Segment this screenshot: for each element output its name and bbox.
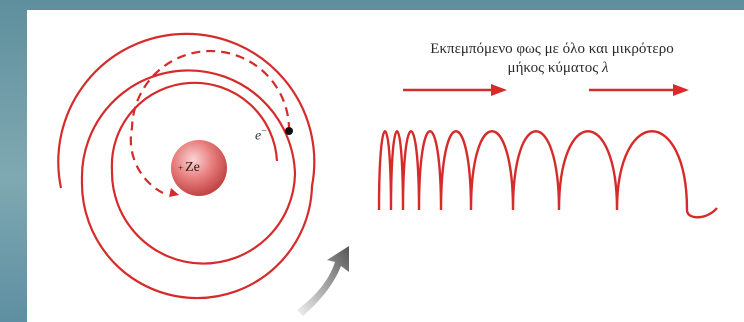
nucleus-plus: + — [178, 163, 184, 173]
caption-line-2: μήκος κύματος λ — [369, 59, 744, 78]
spiral-emission-diagram — [57, 32, 718, 316]
emission-caption: Εκπεμπόμενο φως με όλο και μικρότερο μήκ… — [357, 40, 744, 78]
diagram-panel: Εκπεμπόμενο φως με όλο και μικρότερο μήκ… — [27, 10, 744, 322]
dashed-inner-orbit — [129, 49, 291, 194]
spiral-path — [57, 32, 316, 300]
caption-line-1: Εκπεμπόμενο φως με όλο και μικρότερο — [430, 41, 674, 57]
electron-charge: − — [261, 126, 267, 137]
lambda-symbol: λ — [601, 60, 609, 76]
electron-label: e− — [255, 126, 267, 145]
emitted-wave — [377, 130, 718, 219]
electron-dot-icon — [285, 127, 293, 135]
red-right-arrow-icon — [491, 84, 507, 96]
nucleus-label: +Ze — [178, 160, 200, 176]
nucleus — [171, 140, 227, 196]
gray-curved-arrow-icon — [297, 246, 349, 316]
dashed-orbit-arrowhead — [169, 188, 179, 197]
electron-symbol: e — [255, 128, 262, 144]
red-right-arrow-icon-2 — [673, 84, 689, 96]
nucleus-charge: Ze — [185, 160, 200, 175]
caption-line-2-text: μήκος κύματος — [507, 60, 602, 76]
